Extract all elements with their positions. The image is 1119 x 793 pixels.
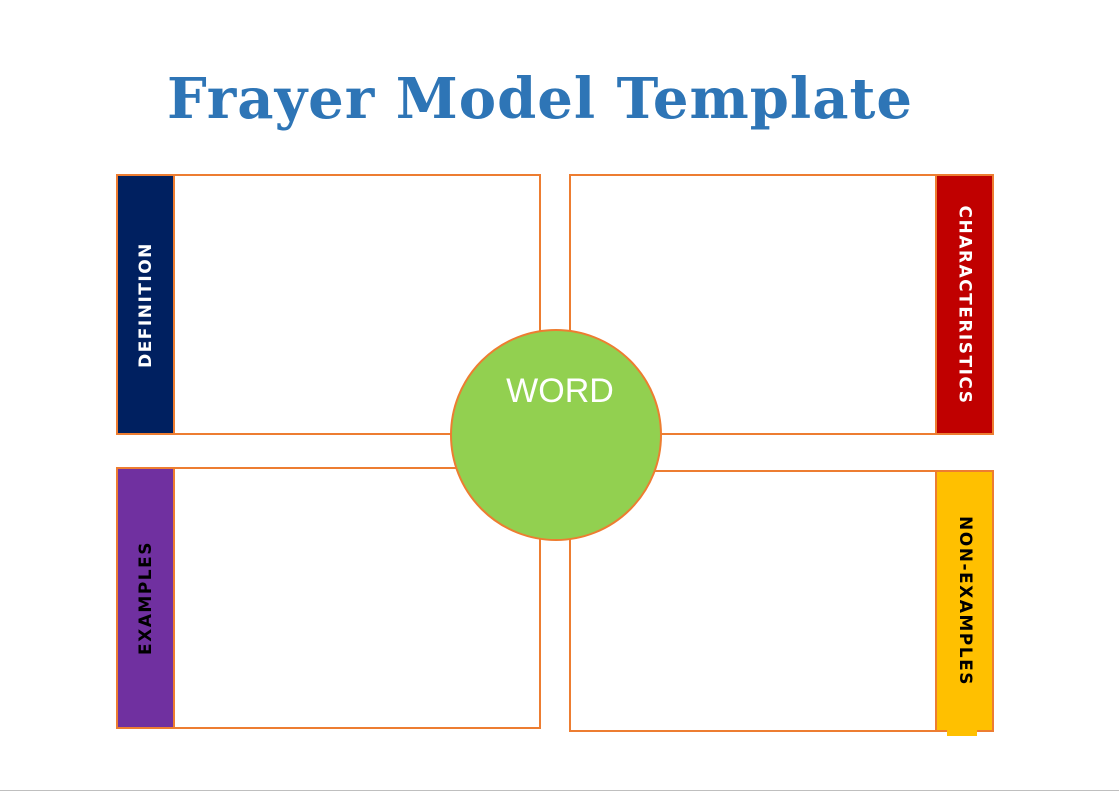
word-circle[interactable] — [450, 329, 662, 541]
examples-box[interactable] — [116, 467, 541, 729]
word-label: WORD — [506, 372, 614, 410]
definition-tab: DEFINITION — [116, 174, 175, 435]
non-examples-box[interactable] — [569, 470, 994, 732]
characteristics-tab: CHARACTERISTICS — [935, 174, 994, 435]
non-examples-label: NON-EXAMPLES — [954, 516, 975, 686]
page-title: Frayer Model Template — [167, 66, 913, 132]
definition-label: DEFINITION — [135, 241, 156, 368]
examples-tab: EXAMPLES — [116, 467, 175, 729]
non-examples-tab: NON-EXAMPLES — [935, 470, 994, 732]
examples-label: EXAMPLES — [135, 541, 156, 655]
page-bottom-divider — [0, 790, 1119, 791]
characteristics-label: CHARACTERISTICS — [954, 205, 975, 404]
non-examples-tab-tail — [947, 730, 977, 736]
